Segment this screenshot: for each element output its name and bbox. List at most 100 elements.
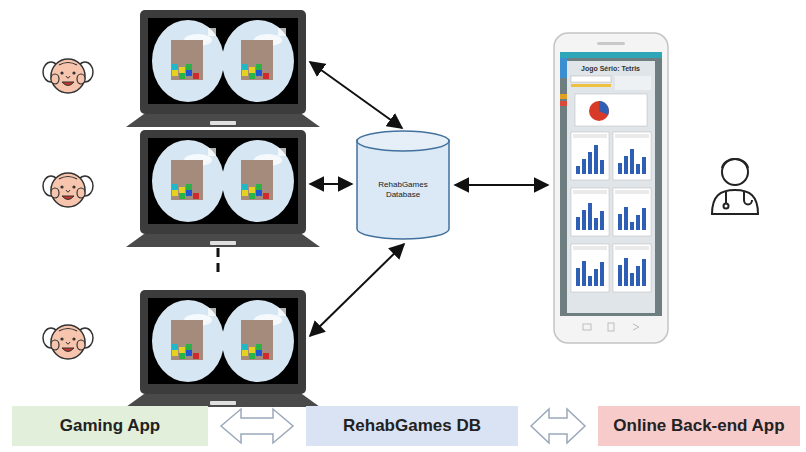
vr-sky xyxy=(222,20,294,102)
layer-label: Online Back-end App xyxy=(613,416,784,436)
laptop-lid xyxy=(140,290,306,394)
laptop-lid xyxy=(140,130,306,234)
vr-sky xyxy=(152,140,224,222)
vr-panel xyxy=(278,28,286,36)
phone-shape xyxy=(553,32,669,344)
game-block xyxy=(179,347,185,353)
face xyxy=(51,173,85,207)
ear xyxy=(77,188,85,198)
forehead-line xyxy=(59,329,77,332)
layer-band: RehabGames DB xyxy=(306,406,518,446)
laptop-base xyxy=(126,234,320,247)
stethoscope xyxy=(726,192,752,205)
cylinder-body xyxy=(357,140,449,239)
phone-speaker xyxy=(597,42,625,45)
eye xyxy=(72,185,75,188)
laptop-icon xyxy=(126,130,320,247)
smile xyxy=(62,196,74,200)
bar xyxy=(600,160,604,174)
layer-band: Gaming App xyxy=(12,406,208,446)
bar xyxy=(630,222,634,230)
game-block xyxy=(186,184,192,190)
bar xyxy=(636,164,640,174)
game-board xyxy=(171,320,203,360)
bar-card xyxy=(613,188,651,236)
bar xyxy=(618,214,622,230)
eye xyxy=(72,71,75,74)
vr-view xyxy=(152,300,224,382)
vr-view xyxy=(152,140,224,222)
screen-title: Jogo Sério: Tetris xyxy=(567,65,654,72)
doctor-hair xyxy=(722,159,748,168)
game-block xyxy=(256,70,262,76)
dashboard-panel xyxy=(567,61,655,313)
layer-label: RehabGames DB xyxy=(343,416,481,436)
vr-view xyxy=(152,20,224,102)
trackpad xyxy=(210,121,236,125)
game-block xyxy=(249,347,255,353)
phone-body xyxy=(554,33,668,343)
laptop-screen xyxy=(148,138,298,224)
bar xyxy=(642,259,646,286)
game-block xyxy=(249,67,255,73)
game-block xyxy=(263,73,269,79)
sidebar-item xyxy=(560,101,567,106)
bar xyxy=(582,159,586,174)
vr-view xyxy=(222,20,294,102)
game-block xyxy=(193,193,199,199)
link-arrow xyxy=(455,184,548,186)
bar xyxy=(594,145,598,174)
bar xyxy=(624,207,628,230)
filter-note xyxy=(571,84,611,87)
nose xyxy=(66,342,70,344)
bar xyxy=(600,211,604,230)
smile xyxy=(62,82,74,86)
card-header xyxy=(615,134,649,138)
vr-view xyxy=(222,140,294,222)
patient-icon xyxy=(43,173,93,207)
face xyxy=(51,59,85,93)
laptop-icon xyxy=(126,10,320,127)
vr-sky xyxy=(152,20,224,102)
sidebar-avatar xyxy=(560,58,567,78)
ear xyxy=(51,188,59,198)
bar xyxy=(588,203,592,230)
vr-panel xyxy=(208,28,216,36)
game-block xyxy=(186,190,192,196)
game-block xyxy=(193,73,199,79)
game-block xyxy=(249,353,255,359)
layer-label: Gaming App xyxy=(60,416,160,436)
link-arrow xyxy=(310,183,352,185)
game-block xyxy=(172,344,178,350)
game-block xyxy=(242,344,248,350)
bar xyxy=(642,157,646,174)
face xyxy=(51,325,85,359)
bar xyxy=(582,210,586,230)
database-label: RehabGames Database xyxy=(371,180,435,200)
vr-panel xyxy=(278,148,286,156)
bar-card xyxy=(571,132,609,180)
bar xyxy=(594,269,598,286)
bar xyxy=(600,262,604,286)
pie-slice xyxy=(599,101,609,115)
bar xyxy=(576,166,580,174)
bar xyxy=(588,152,592,174)
game-board xyxy=(171,160,203,200)
bar xyxy=(630,149,634,174)
game-block xyxy=(256,64,262,70)
game-block xyxy=(172,350,178,356)
game-board xyxy=(241,320,273,360)
game-block xyxy=(179,67,185,73)
double-block-arrow xyxy=(221,409,293,443)
bar xyxy=(618,265,622,286)
vr-panel xyxy=(208,308,216,316)
bar xyxy=(642,208,646,230)
database-cylinder: RehabGames Database xyxy=(356,130,450,240)
vr-sky xyxy=(152,300,224,382)
eye xyxy=(60,71,63,74)
game-block xyxy=(249,193,255,199)
game-block xyxy=(186,344,192,350)
vr-sky xyxy=(222,140,294,222)
phone-display xyxy=(560,52,662,316)
game-block xyxy=(256,350,262,356)
